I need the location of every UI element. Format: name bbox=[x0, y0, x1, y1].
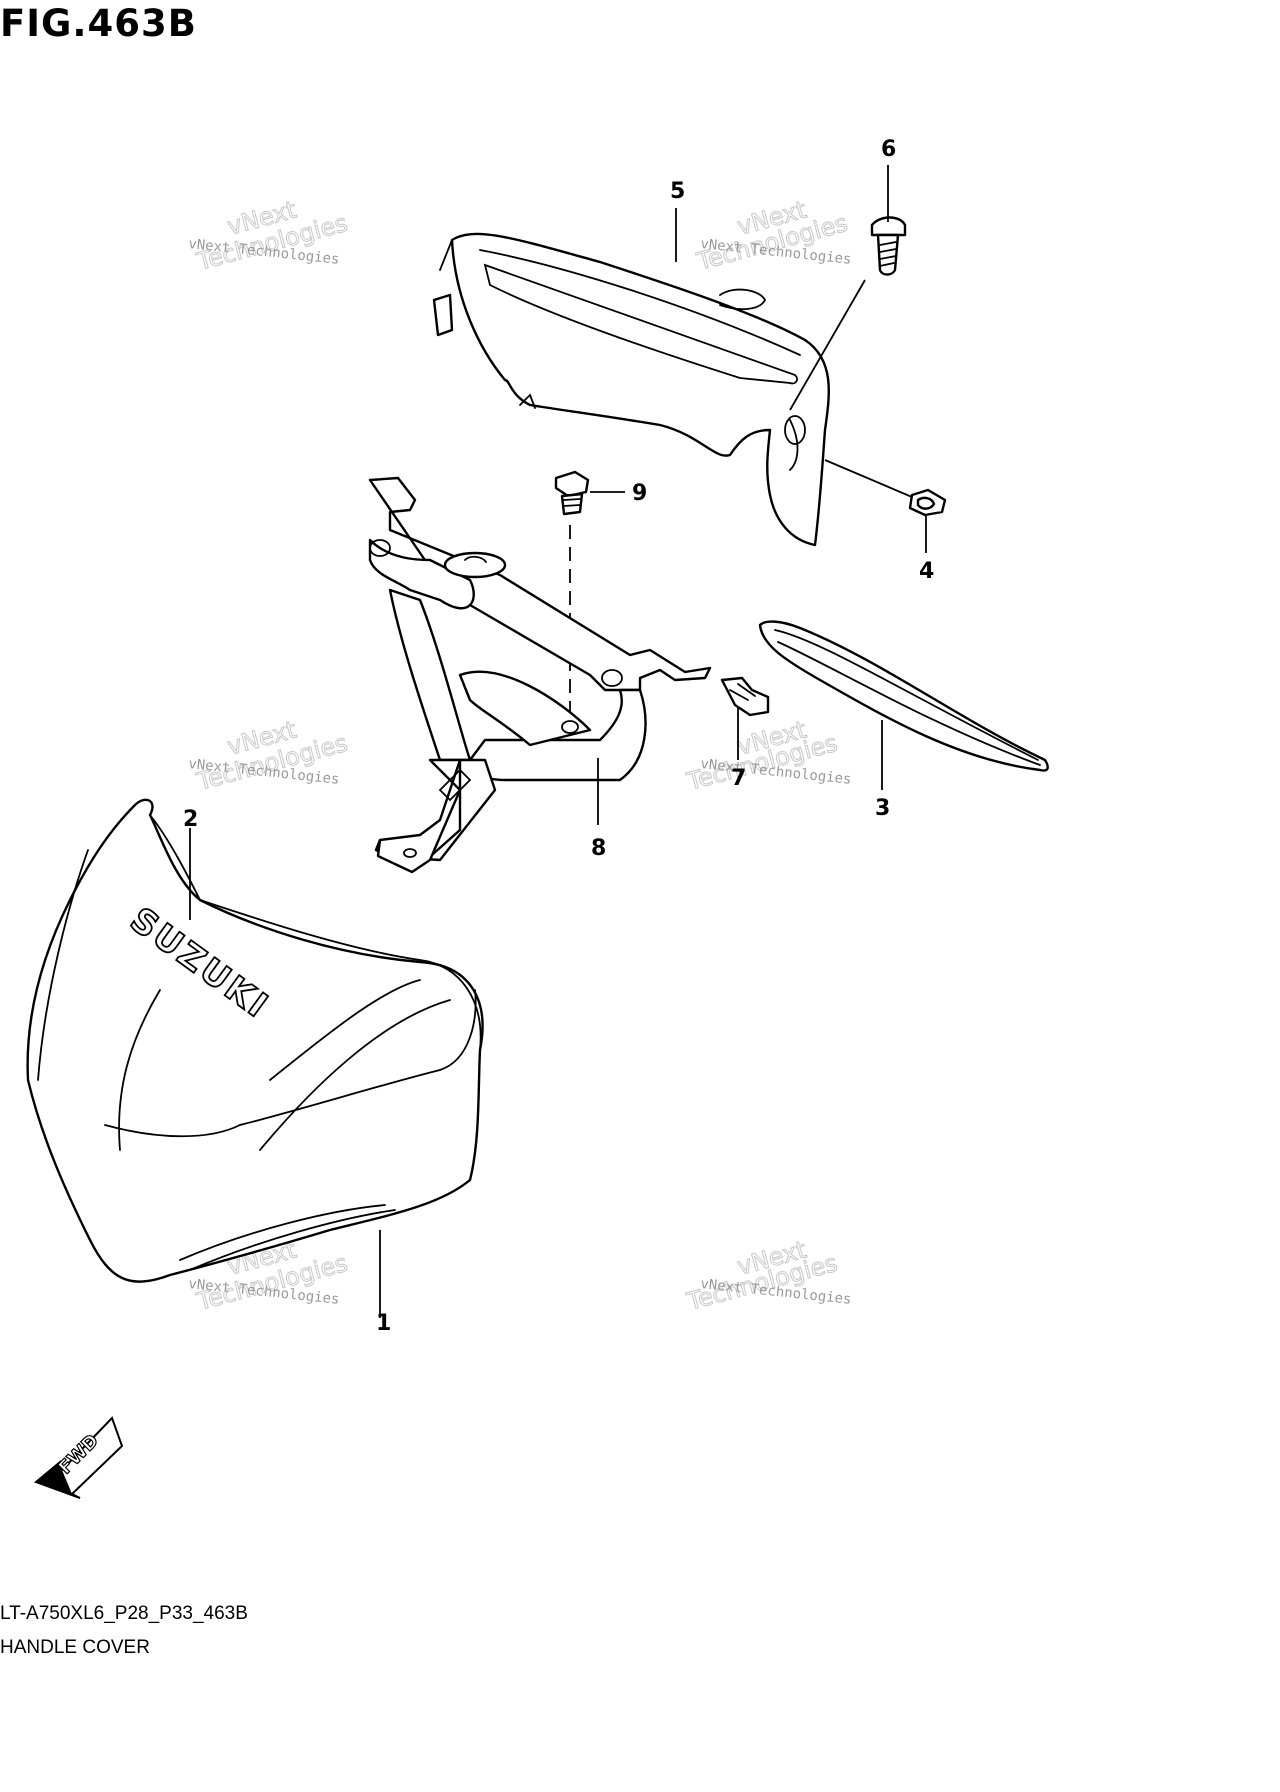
callout-3: 3 bbox=[875, 796, 890, 821]
fwd-arrow-icon: FWD bbox=[34, 1416, 124, 1499]
meter-lens bbox=[758, 620, 1049, 772]
model-code: LT-A750XL6_P28_P33_463B bbox=[0, 1603, 248, 1624]
screw-install-line bbox=[789, 279, 866, 411]
grommet-install-line bbox=[824, 459, 913, 498]
figure-title: FIG.463B bbox=[0, 2, 197, 45]
callout-7: 7 bbox=[731, 766, 746, 791]
watermark-bottom-right: Technologies vNext vNext Technologies bbox=[683, 1235, 852, 1316]
callout-5: 5 bbox=[670, 179, 685, 204]
cover-bracket bbox=[368, 476, 712, 874]
callout-8: 8 bbox=[591, 836, 606, 861]
callout-4: 4 bbox=[919, 559, 934, 584]
callout-1: 1 bbox=[376, 1311, 391, 1336]
watermark-mid-right: Technologies vNext vNext Technologies bbox=[683, 715, 852, 796]
clip bbox=[720, 676, 770, 717]
front-handle-cover bbox=[26, 798, 484, 1283]
watermark-top-left: Technologies vNext vNext Technologies bbox=[188, 195, 351, 276]
section-name: HANDLE COVER bbox=[0, 1637, 150, 1658]
callout-9: 9 bbox=[632, 481, 647, 506]
watermark-mid-left: Technologies vNext vNext Technologies bbox=[188, 715, 351, 796]
screw bbox=[870, 216, 907, 276]
grommet-nut bbox=[908, 488, 947, 517]
rear-handle-cover bbox=[432, 232, 830, 547]
bolt bbox=[554, 470, 590, 516]
watermark-top-right: Technologies vNext vNext Technologies bbox=[693, 195, 852, 276]
callout-6: 6 bbox=[881, 137, 896, 162]
callout-2: 2 bbox=[183, 807, 198, 832]
